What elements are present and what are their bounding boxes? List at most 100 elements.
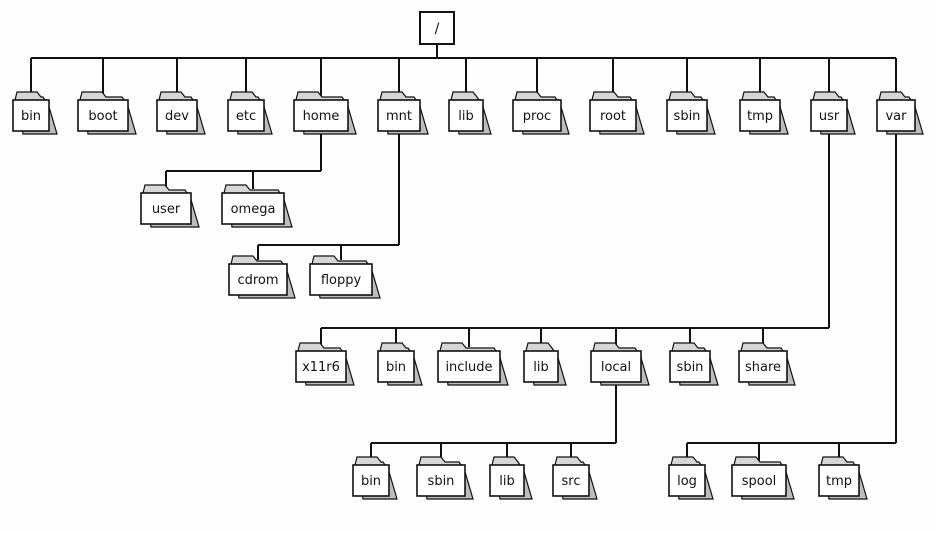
- folder-icon: [12, 99, 50, 132]
- folder-usr-share: share: [738, 342, 796, 386]
- folder-dev: dev: [156, 91, 206, 135]
- folder-icon: [512, 99, 562, 132]
- folder-tab-shape: [158, 91, 194, 101]
- folder-etc: etc: [227, 91, 273, 135]
- folder-icon: [666, 99, 708, 132]
- folder-tab-shape: [671, 342, 707, 352]
- root-label: /: [435, 21, 440, 37]
- tree-nodes: / bin boot dev etc home mnt lib proc root sbin tmp u…: [12, 11, 924, 500]
- folder-bin: bin: [12, 91, 58, 135]
- folder-usr-local: local: [590, 342, 650, 386]
- folder-label: bin: [21, 109, 41, 124]
- folder-tab-shape: [591, 91, 633, 101]
- folder-icon: [437, 350, 501, 383]
- folder-usr-include: include: [437, 342, 509, 386]
- folder-label: home: [303, 109, 340, 124]
- folder-tab-shape: [79, 91, 125, 101]
- folder-icon: [731, 464, 787, 497]
- folder-label: var: [885, 109, 907, 124]
- folder-icon: [523, 350, 559, 383]
- folder-icon: [140, 192, 192, 225]
- folder-sbin: sbin: [666, 91, 716, 135]
- folder-home-user: user: [140, 184, 200, 228]
- folder-label: lib: [458, 109, 473, 124]
- folder-label: share: [745, 360, 781, 375]
- folder-icon: [228, 263, 288, 296]
- folder-label: usr: [819, 109, 840, 124]
- folder-local-lib: lib: [489, 456, 533, 500]
- folder-label: etc: [236, 109, 256, 124]
- folder-icon: [818, 464, 860, 497]
- folder-icon: [590, 350, 642, 383]
- folder-label: floppy: [321, 273, 362, 288]
- folder-usr-lib: lib: [523, 342, 567, 386]
- folder-label: tmp: [747, 109, 773, 124]
- folder-tab-shape: [741, 91, 777, 101]
- folder-label: lib: [533, 360, 548, 375]
- folder-label: src: [562, 474, 581, 489]
- folder-icon: [295, 350, 347, 383]
- folder-icon: [589, 99, 637, 132]
- folder-icon: [221, 192, 285, 225]
- folder-tab-shape: [142, 184, 188, 194]
- folder-var-tmp: tmp: [818, 456, 868, 500]
- folder-icon: [738, 350, 788, 383]
- folder-tab-shape: [878, 91, 912, 101]
- folder-local-sbin: sbin: [416, 456, 474, 500]
- folder-boot: boot: [77, 91, 137, 135]
- folder-icon: [309, 263, 373, 296]
- folder-tab-shape: [354, 456, 386, 466]
- folder-home-omega: omega: [221, 184, 293, 228]
- folder-label: log: [677, 474, 697, 489]
- folder-tab-shape: [230, 255, 284, 265]
- folder-usr-x11r6: x11r6: [295, 342, 355, 386]
- folder-lib: lib: [448, 91, 492, 135]
- folder-icon: [416, 464, 466, 497]
- folder-usr: usr: [810, 91, 856, 135]
- folder-tab-shape: [670, 456, 702, 466]
- folder-label: spool: [742, 474, 777, 489]
- folder-label: dev: [165, 109, 189, 124]
- folder-tab-shape: [311, 255, 369, 265]
- folder-icon: [156, 99, 198, 132]
- root-node: /: [419, 11, 455, 45]
- folder-label: tmp: [826, 474, 852, 489]
- folder-tab-shape: [418, 456, 462, 466]
- folder-icon: [377, 99, 421, 132]
- folder-label: x11r6: [302, 360, 340, 375]
- folder-mnt-floppy: floppy: [309, 255, 381, 299]
- folder-var-log: log: [668, 456, 714, 500]
- folder-tab-shape: [295, 91, 345, 101]
- root-box: [419, 11, 455, 45]
- folder-tab-shape: [229, 91, 261, 101]
- folder-local-src: src: [552, 456, 598, 500]
- folder-tab-shape: [740, 342, 784, 352]
- folder-tab-shape: [297, 342, 343, 352]
- folder-label: include: [445, 360, 492, 375]
- folder-tab-shape: [514, 91, 558, 101]
- folder-label: mnt: [386, 109, 412, 124]
- folder-label: sbin: [674, 109, 701, 124]
- folder-label: user: [152, 202, 181, 217]
- folder-label: cdrom: [237, 273, 278, 288]
- folder-icon: [668, 464, 706, 497]
- folder-label: root: [600, 109, 626, 124]
- folder-tab-shape: [525, 342, 555, 352]
- folder-tab-shape: [439, 342, 497, 352]
- folder-icon: [739, 99, 781, 132]
- folder-icon: [77, 99, 129, 132]
- folder-label: sbin: [428, 474, 455, 489]
- tree-edges: [30, 44, 897, 461]
- folder-proc: proc: [512, 91, 570, 135]
- folder-icon: [227, 99, 265, 132]
- folder-tab-shape: [812, 91, 844, 101]
- folder-usr-sbin: sbin: [669, 342, 719, 386]
- folder-tab-shape: [379, 91, 417, 101]
- folder-icon: [552, 464, 590, 497]
- folder-icon: [876, 99, 916, 132]
- folder-var-spool: spool: [731, 456, 795, 500]
- folder-local-bin: bin: [352, 456, 398, 500]
- folder-label: sbin: [677, 360, 704, 375]
